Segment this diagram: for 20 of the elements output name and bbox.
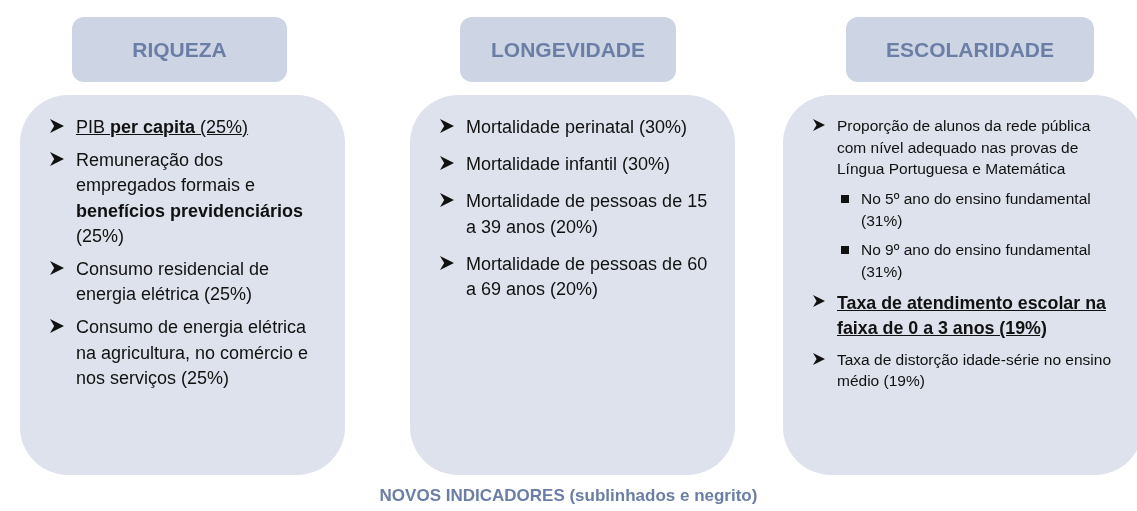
indicator-text: Mortalidade perinatal (30%) <box>466 116 688 139</box>
indicator-panel <box>783 95 1137 475</box>
indicator-text: PIB per capita (25%) <box>76 116 249 139</box>
indicator-text: No 9º ano do ensino fundamental (31%) <box>861 240 1092 283</box>
indicator-text: Mortalidade infantil (30%) <box>466 153 671 177</box>
indicator-text: Proporção de alunos da rede pública com nível adequado nas provas de Língua Portuguesa e Matemática <box>837 116 1092 180</box>
indicator-text: Mortalidade de pessoas de 15 a 39 anos (20%) <box>466 190 709 239</box>
category-header: LONGEVIDADE <box>460 17 676 82</box>
caption: NOVOS INDICADORES (sublinhados e negrito) <box>378 486 759 506</box>
indicator-panel <box>20 95 345 475</box>
category-header: ESCOLARIDADE <box>846 17 1094 82</box>
indicator-text: No 5º ano do ensino fundamental (31%) <box>861 189 1092 231</box>
category-header: RIQUEZA <box>72 17 287 82</box>
indicator-text: Mortalidade de pessoas de 60 a 69 anos (20%) <box>466 252 709 301</box>
indicator-text: Remuneração dos empregados formais e benefícios previdenciários (25%) <box>76 149 305 248</box>
indicator-text: Consumo de energia elétrica na agricultura, no comércio e nos serviços (25%) <box>76 316 310 390</box>
indicator-panel <box>410 95 735 475</box>
indicator-text: Taxa de distorção idade-série no ensino médio (19%) <box>837 349 1112 392</box>
indicator-text: Taxa de atendimento escolar na faixa de 0 a 3 anos (19%) <box>837 291 1107 340</box>
indicator-text: Consumo residencial de energia elétrica (25%) <box>76 257 271 307</box>
